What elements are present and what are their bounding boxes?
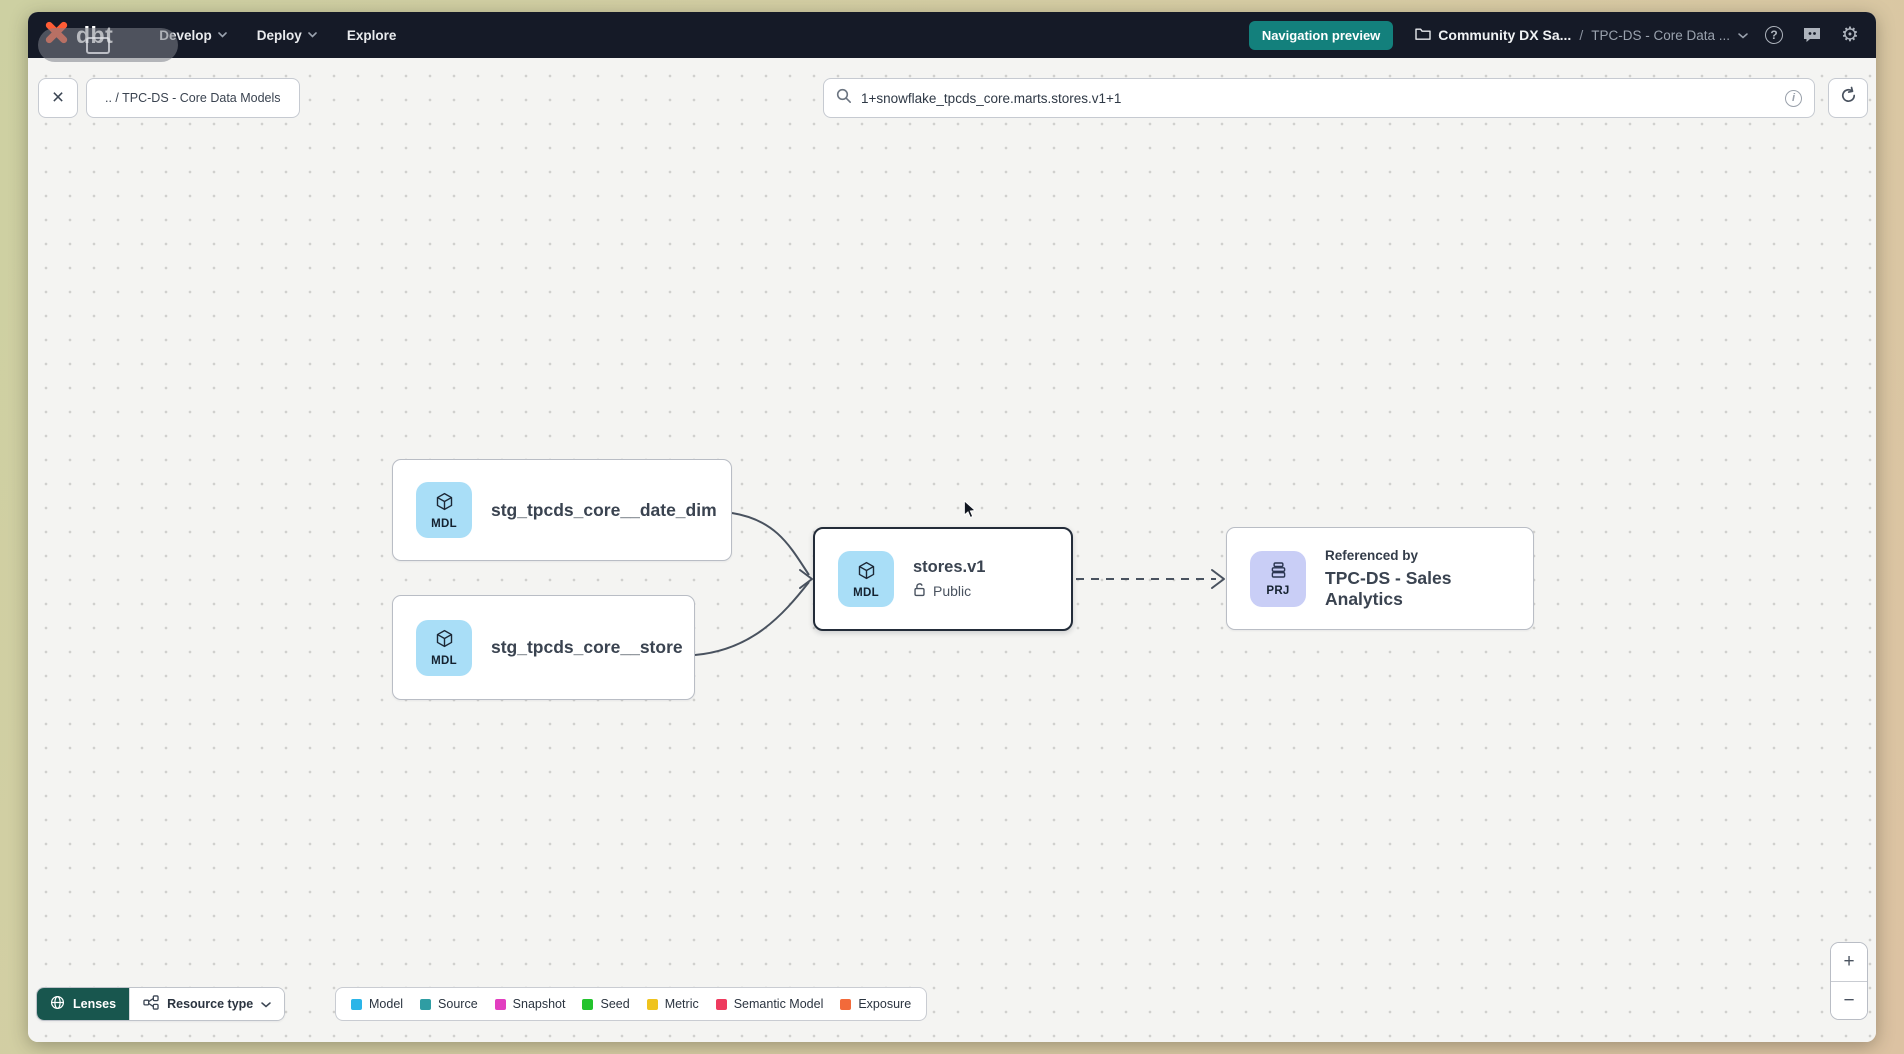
snapshot-color-swatch bbox=[494, 998, 506, 1010]
refresh-icon bbox=[1839, 86, 1858, 110]
seed-color-swatch bbox=[582, 998, 594, 1010]
legend-item-model: Model bbox=[351, 997, 403, 1011]
settings-gear-icon[interactable]: ⚙ bbox=[1841, 24, 1859, 46]
project-badge: PRJ bbox=[1250, 550, 1306, 607]
chevron-down-icon bbox=[217, 32, 227, 38]
breadcrumb-section[interactable]: TPC-DS - Core Data ... bbox=[1591, 27, 1730, 43]
search-icon bbox=[836, 88, 852, 109]
model-color-swatch bbox=[351, 998, 362, 1010]
layers-icon bbox=[1268, 561, 1289, 584]
exposure-color-swatch bbox=[840, 998, 852, 1010]
breadcrumb-separator: / bbox=[1579, 27, 1584, 43]
folder-icon bbox=[1415, 27, 1431, 43]
refresh-button[interactable] bbox=[1828, 78, 1868, 118]
cube-icon bbox=[856, 560, 877, 586]
close-icon: × bbox=[51, 86, 65, 109]
node-overline: Referenced by bbox=[1325, 547, 1419, 563]
lineage-canvas[interactable] bbox=[28, 58, 1876, 1042]
breadcrumb-project[interactable]: Community DX Sa... bbox=[1415, 27, 1571, 43]
nav-menu-explore[interactable]: Explore bbox=[346, 27, 397, 43]
node-stg-tpcds-core-store[interactable]: MDL stg_tpcds_core__store bbox=[392, 595, 695, 700]
graph-icon bbox=[143, 995, 159, 1013]
screen-share-indicator bbox=[38, 28, 178, 62]
node-label: stg_tpcds_core__date_dim bbox=[491, 499, 717, 520]
cube-icon bbox=[434, 491, 455, 517]
node-label: stores.v1 bbox=[913, 558, 986, 576]
node-stores-v1-selected[interactable]: MDL stores.v1 Public bbox=[813, 527, 1073, 631]
legend-item-exposure: Exposure bbox=[840, 997, 911, 1011]
zoom-controls: + − bbox=[1830, 942, 1868, 1020]
resource-type-legend: Model Source Snapshot Seed Metric Semant… bbox=[335, 987, 928, 1021]
lens-icon bbox=[50, 995, 65, 1013]
legend-item-metric: Metric bbox=[646, 997, 699, 1011]
access-row: Public bbox=[913, 582, 985, 600]
info-icon[interactable]: i bbox=[1785, 89, 1802, 107]
help-icon[interactable]: ? bbox=[1762, 23, 1786, 47]
model-badge: MDL bbox=[838, 551, 894, 607]
resource-type-dropdown[interactable]: Resource type bbox=[129, 988, 285, 1020]
nav-menu-deploy[interactable]: Deploy bbox=[257, 28, 317, 43]
source-color-swatch bbox=[420, 998, 432, 1010]
node-stg-tpcds-core-date-dim[interactable]: MDL stg_tpcds_core__date_dim bbox=[392, 459, 732, 561]
node-referenced-by-sales-analytics[interactable]: PRJ Referenced by TPC-DS - Sales Analyti… bbox=[1226, 527, 1534, 630]
display-icon bbox=[86, 36, 110, 54]
legend-item-seed: Seed bbox=[582, 997, 630, 1011]
model-badge: MDL bbox=[416, 619, 472, 676]
legend-item-semantic-model: Semantic Model bbox=[715, 997, 823, 1011]
zoom-out-button[interactable]: − bbox=[1831, 981, 1867, 1019]
legend-item-source: Source bbox=[420, 997, 478, 1011]
feedback-chat-icon[interactable] bbox=[1800, 23, 1824, 47]
close-lineage-button[interactable]: × bbox=[38, 78, 78, 118]
metric-color-swatch bbox=[646, 998, 658, 1010]
lenses-control: Lenses Resource type bbox=[36, 987, 286, 1021]
chevron-down-icon bbox=[308, 32, 317, 38]
node-label: stg_tpcds_core__store bbox=[491, 637, 683, 657]
lineage-path-chip[interactable]: .. / TPC-DS - Core Data Models bbox=[86, 78, 300, 118]
zoom-in-button[interactable]: + bbox=[1831, 943, 1867, 981]
navigation-preview-badge[interactable]: Navigation preview bbox=[1248, 20, 1394, 50]
lock-open-icon bbox=[913, 582, 926, 600]
chevron-down-icon[interactable] bbox=[1738, 26, 1748, 44]
node-label: TPC-DS - Sales Analytics bbox=[1325, 567, 1452, 609]
legend-item-snapshot: Snapshot bbox=[494, 997, 565, 1011]
lineage-search: i bbox=[823, 78, 1815, 118]
top-navbar: dbt Develop Deploy Explore Navigation pr… bbox=[28, 12, 1876, 58]
breadcrumb: Community DX Sa... / TPC-DS - Core Data … bbox=[1415, 26, 1748, 44]
cube-icon bbox=[434, 628, 455, 654]
lenses-button[interactable]: Lenses bbox=[37, 988, 130, 1020]
search-input[interactable] bbox=[861, 90, 1776, 106]
model-badge: MDL bbox=[416, 482, 472, 538]
semantic-model-color-swatch bbox=[715, 998, 727, 1010]
access-label: Public bbox=[933, 583, 972, 599]
chevron-down-icon bbox=[261, 997, 271, 1011]
app-window: dbt Develop Deploy Explore Navigation pr… bbox=[28, 12, 1876, 1042]
